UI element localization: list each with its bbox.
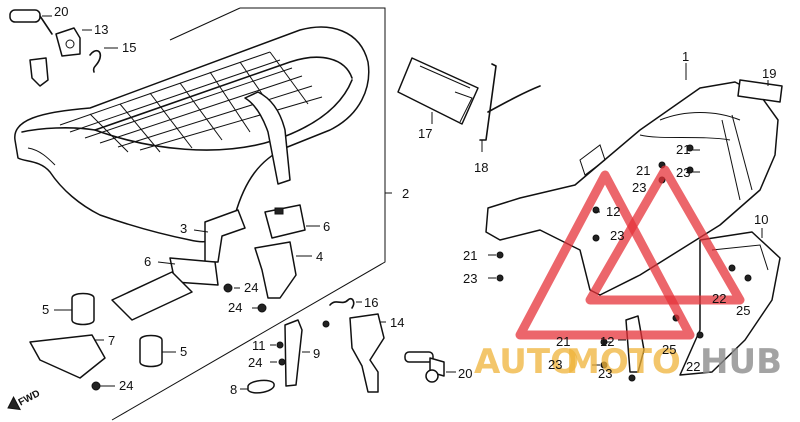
callout-21: 21 [636,163,650,178]
callout-13: 13 [94,22,108,37]
callout-18: 18 [474,160,488,175]
forward-arrow: FWD [7,388,42,411]
callout-22: 22 [686,359,700,374]
watermark-word-3: HUB [700,342,782,382]
callout-23: 23 [463,271,477,286]
callout-6: 6 [144,254,151,269]
callout-1: 1 [682,49,689,64]
callout-11: 11 [252,338,266,353]
callout-24: 24 [248,355,262,370]
callout-7: 7 [108,333,115,348]
callout-19: 19 [762,66,776,81]
callout-23: 23 [610,228,624,243]
callout-20: 20 [458,366,472,381]
seat-hardware [29,204,320,391]
callout-labels: 20 13 15 2 3 6 6 4 24 24 5 7 5 24 16 14 … [42,4,776,397]
rear-fender [485,63,783,296]
callout-12: 12 [600,334,614,349]
callout-14: 14 [390,315,404,330]
callout-15: 15 [122,40,136,55]
leader-lines [54,225,320,387]
callout-25: 25 [736,303,750,318]
tool-bag [397,57,479,125]
fwd-label: FWD [17,388,42,408]
callout-17: 17 [418,126,432,141]
seat-lock-assembly [240,297,456,394]
watermark-word-2: MOTO [566,342,681,382]
callout-22: 22 [712,291,726,306]
callout-6: 6 [323,219,330,234]
callout-4: 4 [316,249,323,264]
seat-group-frame [111,7,392,421]
lower-bracket [592,315,645,382]
tool-strap [479,63,541,152]
callout-2: 2 [402,186,409,201]
callout-23: 23 [598,366,612,381]
callout-8: 8 [230,382,237,397]
callout-25: 25 [662,342,676,357]
callout-10: 10 [754,212,768,227]
callout-9: 9 [313,346,320,361]
callout-20: 20 [54,4,68,19]
callout-5: 5 [42,302,49,317]
hinge-parts [9,9,118,87]
callout-12: 12 [606,204,620,219]
callout-23: 23 [548,357,562,372]
watermark-logo-triangles [515,165,745,340]
callout-24: 24 [119,378,133,393]
seat-quilt-pattern [59,51,323,153]
callout-24: 24 [228,300,242,315]
watermark-word-1: AUTO [474,342,579,382]
callout-5: 5 [180,344,187,359]
callout-23: 23 [632,180,646,195]
callout-24: 24 [244,280,258,295]
callout-3: 3 [180,221,187,236]
watermark: AUTO MOTO HUB [474,165,782,382]
callout-21: 21 [463,248,477,263]
callout-23: 23 [676,165,690,180]
callout-21: 21 [556,334,570,349]
seat [14,26,370,243]
callout-21: 21 [676,142,690,157]
callout-16: 16 [364,295,378,310]
